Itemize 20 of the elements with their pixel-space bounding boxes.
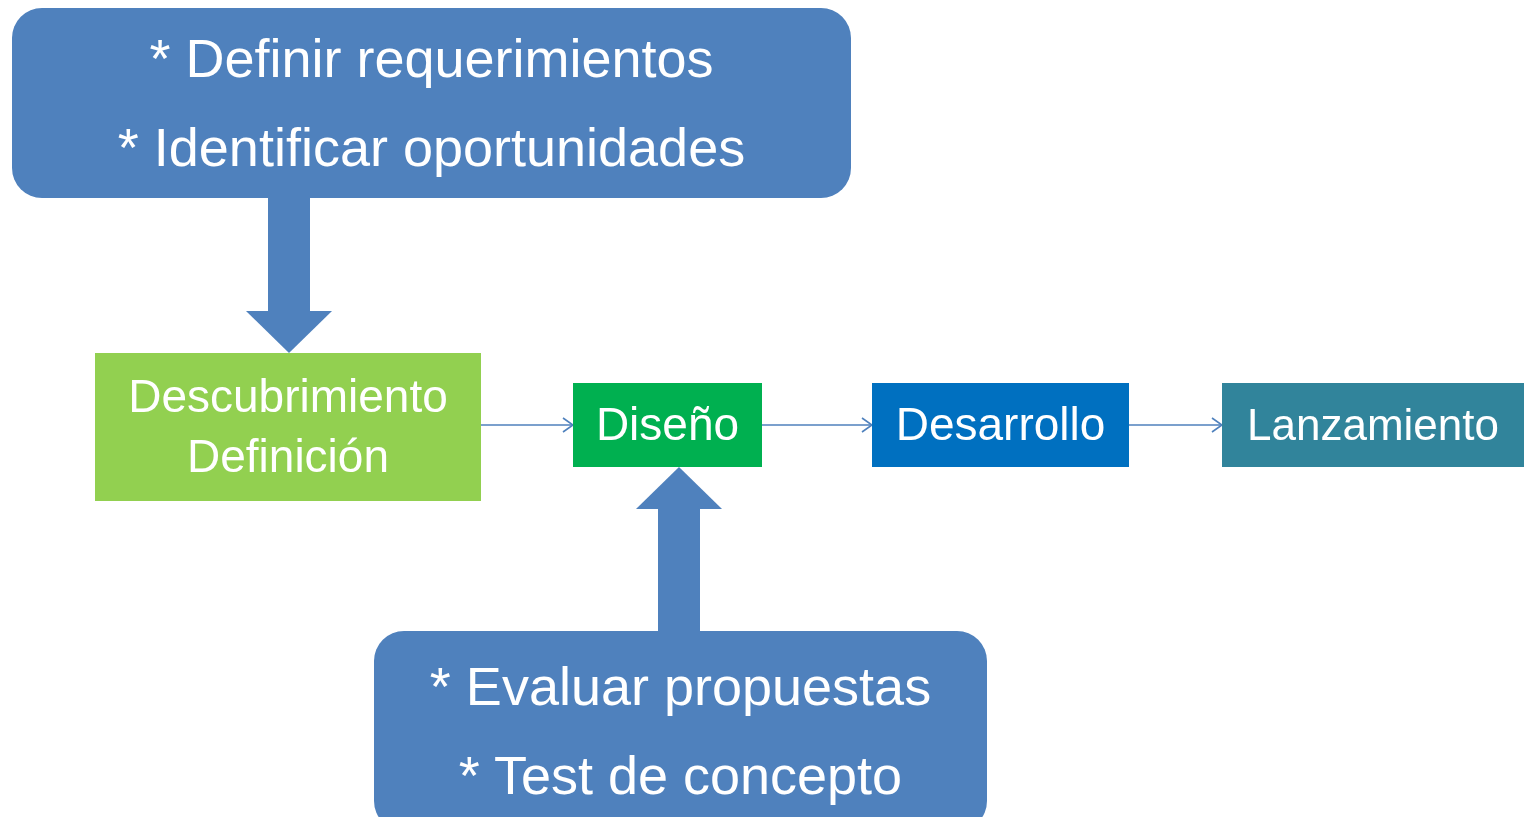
node-text: * Test de concepto (458, 744, 903, 807)
node-text: * Evaluar propuestas (429, 654, 932, 718)
rounded-box (374, 631, 987, 817)
node-text: Descubrimiento (128, 369, 448, 425)
block-arrow (636, 467, 722, 631)
node-text: * Identificar oportunidades (117, 116, 746, 179)
rounded-box (12, 8, 851, 198)
node-text: Desarrollo (895, 397, 1106, 453)
process-box (872, 383, 1129, 467)
node-text: Diseño (595, 397, 740, 453)
node-text: Lanzamiento (1247, 398, 1499, 451)
node-text: Definición (187, 429, 389, 484)
process-box (573, 383, 762, 467)
process-box (95, 353, 481, 501)
process-box (1222, 383, 1524, 467)
block-arrow (246, 198, 332, 353)
arrow (480, 417, 574, 433)
node-text: * Definir requerimientos (149, 26, 714, 90)
arrow (1128, 417, 1223, 433)
arrow (761, 417, 873, 433)
